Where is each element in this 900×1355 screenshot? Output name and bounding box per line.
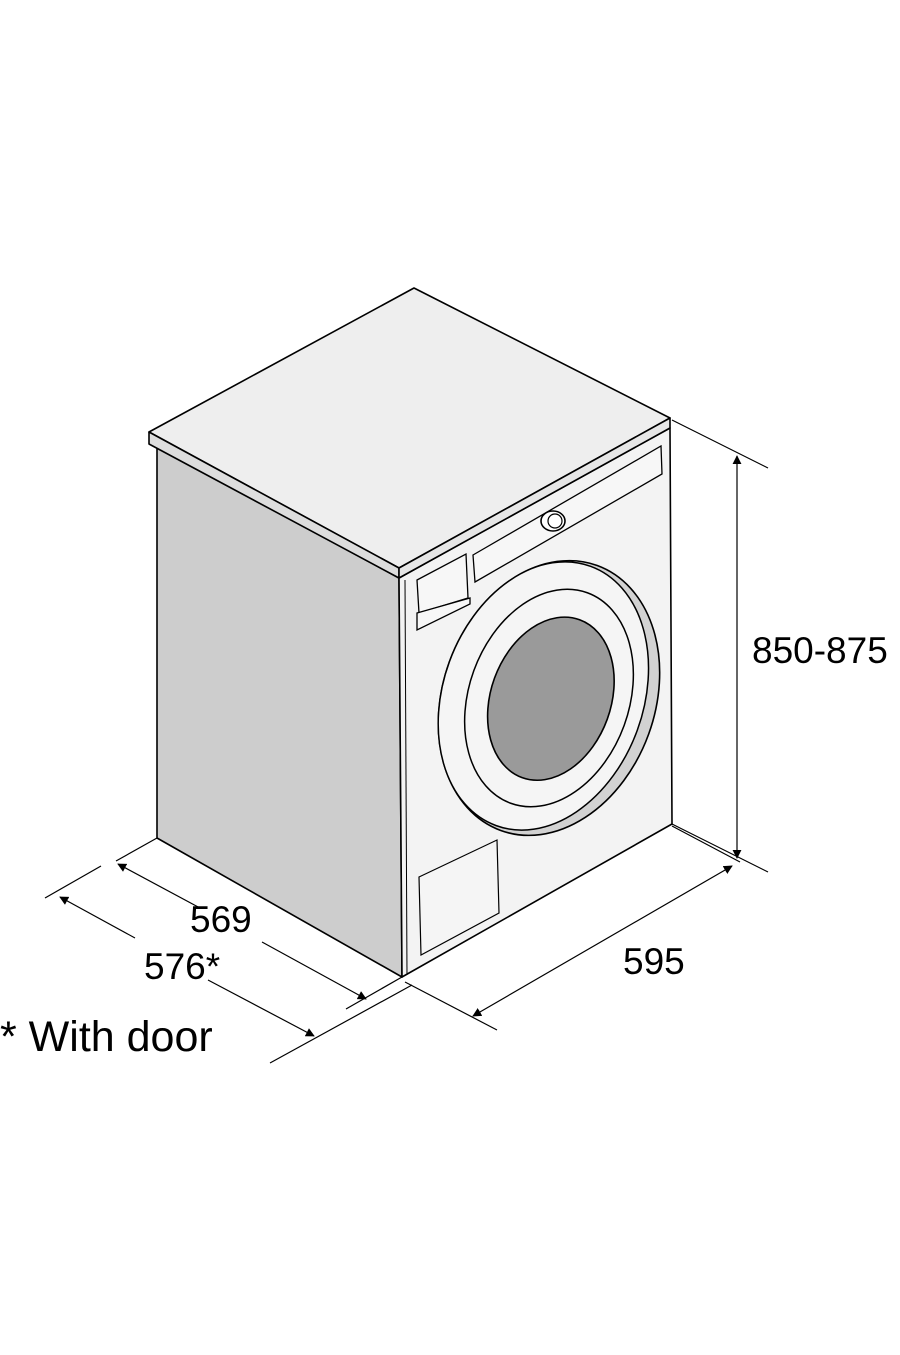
depth-extension-back-door: [44, 865, 102, 899]
front-details: [416, 444, 663, 956]
footnote: * With door: [0, 1013, 213, 1061]
depth-extension-back: [115, 837, 158, 862]
depth-label: 569: [190, 899, 252, 940]
height-dimension: [671, 419, 769, 873]
depth-arrow-569-b: [261, 941, 367, 1000]
control-panel: [472, 444, 663, 584]
height-label: 850-875: [752, 630, 888, 671]
depth-arrow-569-a: [117, 863, 201, 909]
depth-arrow-576-a: [59, 896, 136, 939]
height-extension-top: [671, 419, 769, 469]
detergent-drawer-lip: [416, 597, 471, 632]
depth-extension-front: [345, 976, 403, 1010]
depth-dimensions: [44, 837, 413, 1064]
program-knob-center: [547, 513, 563, 529]
machine-body: [148, 287, 673, 978]
door-window: [486, 616, 615, 782]
width-arrow: [472, 865, 733, 1017]
depth-with-door-label: 576*: [144, 946, 220, 987]
width-extension-right: [671, 825, 741, 863]
depth-extension-front-door: [269, 984, 413, 1064]
width-label: 595: [623, 941, 685, 982]
height-extension-bottom: [671, 823, 769, 873]
width-dimension: [404, 825, 741, 1031]
lid-edge-front: [398, 417, 671, 579]
depth-arrow-576-b: [207, 979, 315, 1037]
width-extension-left: [404, 981, 498, 1031]
